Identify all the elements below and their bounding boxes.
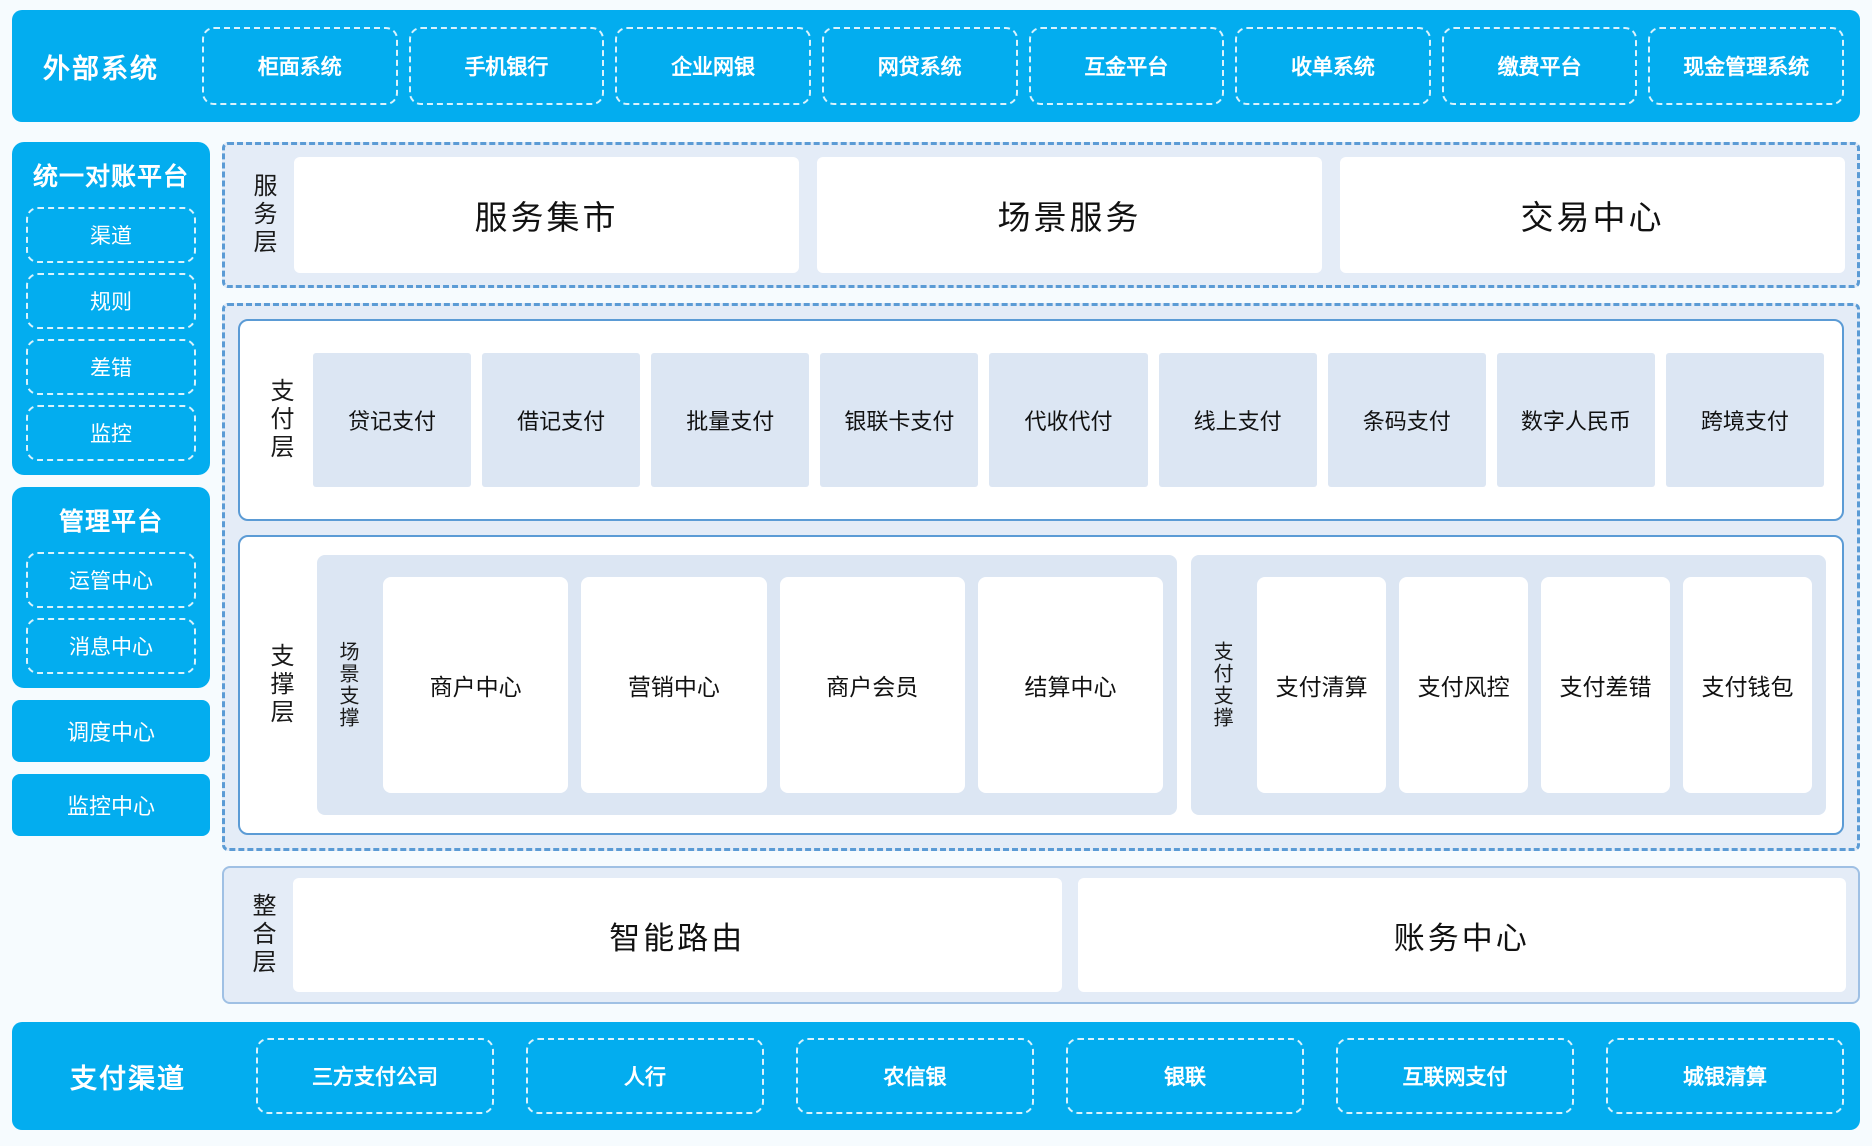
core-layers-group: 支付层 贷记支付 借记支付 批量支付 银联卡支付 代收代付 线上支付 条码支付 … (222, 303, 1860, 851)
external-system-chip[interactable]: 企业网银 (615, 27, 811, 105)
payment-channels-chip-list: 三方支付公司 人行 农信银 银联 互联网支付 城银清算 (256, 1038, 1844, 1114)
scene-support-item[interactable]: 结算中心 (977, 577, 1164, 793)
payment-channel-chip[interactable]: 银联 (1066, 1038, 1304, 1114)
payment-layer-item[interactable]: 借记支付 (482, 353, 641, 487)
service-layer-item[interactable]: 交易中心 (1340, 157, 1845, 273)
support-layer-label: 支撑层 (266, 643, 293, 727)
payment-channel-chip[interactable]: 互联网支付 (1336, 1038, 1574, 1114)
monitoring-center-block[interactable]: 监控中心 (12, 774, 210, 836)
reconciliation-platform-title: 统一对账平台 (32, 163, 189, 191)
payment-layer-item[interactable]: 代收代付 (989, 353, 1148, 487)
scene-support-label: 场景支撑 (336, 641, 358, 729)
service-layer-group: 服务层 服务集市 场景服务 交易中心 (222, 142, 1860, 288)
integration-layer-item[interactable]: 账务中心 (1077, 878, 1846, 992)
payment-support-item[interactable]: 支付清算 (1257, 577, 1387, 793)
scene-support-group: 场景支撑 商户中心 营销中心 商户会员 结算中心 (317, 555, 1178, 815)
external-systems-chip-list: 柜面系统 手机银行 企业网银 网贷系统 互金平台 收单系统 缴费平台 现金管理系… (202, 27, 1844, 105)
service-layer-item[interactable]: 服务集市 (294, 157, 799, 273)
service-layer-items: 服务集市 场景服务 交易中心 (288, 157, 1845, 273)
integration-layer-group: 整合层 智能路由 账务中心 (222, 866, 1860, 1004)
payment-support-item[interactable]: 支付风控 (1399, 577, 1529, 793)
payment-support-label: 支付支撑 (1210, 641, 1233, 729)
payment-channel-chip[interactable]: 三方支付公司 (256, 1038, 494, 1114)
scene-support-item[interactable]: 商户中心 (383, 577, 569, 793)
management-item[interactable]: 运管中心 (26, 552, 196, 608)
external-system-chip[interactable]: 网贷系统 (821, 27, 1018, 105)
payment-channels-bar: 支付渠道 三方支付公司 人行 农信银 银联 互联网支付 城银清算 (12, 1022, 1860, 1130)
external-system-chip[interactable]: 手机银行 (408, 27, 605, 105)
payment-layer-item[interactable]: 批量支付 (651, 353, 810, 487)
integration-layer-label: 整合层 (248, 893, 275, 977)
left-rail: 统一对账平台 渠道 规则 差错 监控 管理平台 运管中心 消息中心 调度中心 监… (12, 142, 210, 1004)
payment-channel-chip[interactable]: 人行 (526, 1038, 764, 1114)
reconciliation-item[interactable]: 规则 (26, 273, 196, 329)
scheduling-center-block[interactable]: 调度中心 (12, 700, 210, 762)
payment-support-group: 支付支撑 支付清算 支付风控 支付差错 支付钱包 (1191, 555, 1826, 815)
service-layer-item[interactable]: 场景服务 (817, 157, 1322, 273)
payment-layer-item[interactable]: 线上支付 (1158, 353, 1317, 487)
external-system-chip[interactable]: 缴费平台 (1441, 27, 1638, 105)
scene-support-item[interactable]: 商户会员 (779, 577, 965, 793)
external-systems-bar: 外部系统 柜面系统 手机银行 企业网银 网贷系统 互金平台 收单系统 缴费平台 … (12, 10, 1860, 122)
payment-channels-title: 支付渠道 (70, 1063, 186, 1094)
external-system-chip[interactable]: 互金平台 (1028, 27, 1225, 105)
payment-layer-item[interactable]: 跨境支付 (1665, 353, 1824, 487)
payment-layer-item[interactable]: 条码支付 (1327, 353, 1486, 487)
reconciliation-item[interactable]: 差错 (26, 339, 196, 395)
service-layer-label: 服务层 (249, 173, 276, 257)
payment-layer-item[interactable]: 数字人民币 (1496, 353, 1655, 487)
payment-layer-item[interactable]: 银联卡支付 (820, 353, 979, 487)
payment-layer-panel: 支付层 贷记支付 借记支付 批量支付 银联卡支付 代收代付 线上支付 条码支付 … (238, 319, 1844, 521)
support-layer-subgroups: 场景支撑 商户中心 营销中心 商户会员 结算中心 支付支撑 支付清算 支付风控 … (315, 547, 1828, 823)
external-system-chip[interactable]: 柜面系统 (202, 27, 398, 105)
payment-support-item[interactable]: 支付差错 (1541, 577, 1671, 793)
management-platform-card: 管理平台 运管中心 消息中心 (12, 487, 210, 688)
payment-layer-label: 支付层 (266, 378, 293, 462)
external-system-chip[interactable]: 现金管理系统 (1648, 27, 1844, 105)
reconciliation-item[interactable]: 监控 (26, 405, 196, 461)
management-item[interactable]: 消息中心 (26, 618, 196, 674)
payment-layer-items: 贷记支付 借记支付 批量支付 银联卡支付 代收代付 线上支付 条码支付 数字人民… (305, 331, 1828, 509)
external-systems-title: 外部系统 (43, 53, 159, 84)
layers-column: 服务层 服务集市 场景服务 交易中心 支付层 贷记支付 借记支付 批量支付 银联… (222, 142, 1860, 1004)
support-layer-panel: 支撑层 场景支撑 商户中心 营销中心 商户会员 结算中心 支付支撑 支付清算 (238, 535, 1844, 835)
integration-layer-item[interactable]: 智能路由 (293, 878, 1062, 992)
payment-support-item[interactable]: 支付钱包 (1683, 577, 1812, 793)
external-system-chip[interactable]: 收单系统 (1235, 27, 1431, 105)
reconciliation-platform-card: 统一对账平台 渠道 规则 差错 监控 (12, 142, 210, 475)
payment-channel-chip[interactable]: 农信银 (796, 1038, 1034, 1114)
payment-layer-item[interactable]: 贷记支付 (313, 353, 472, 487)
scene-support-item[interactable]: 营销中心 (581, 577, 767, 793)
payment-channel-chip[interactable]: 城银清算 (1606, 1038, 1844, 1114)
management-platform-title: 管理平台 (58, 508, 163, 536)
platform-body: 统一对账平台 渠道 规则 差错 监控 管理平台 运管中心 消息中心 调度中心 监… (12, 142, 1860, 1004)
reconciliation-item[interactable]: 渠道 (26, 207, 196, 263)
integration-layer-items: 智能路由 账务中心 (287, 878, 1846, 992)
